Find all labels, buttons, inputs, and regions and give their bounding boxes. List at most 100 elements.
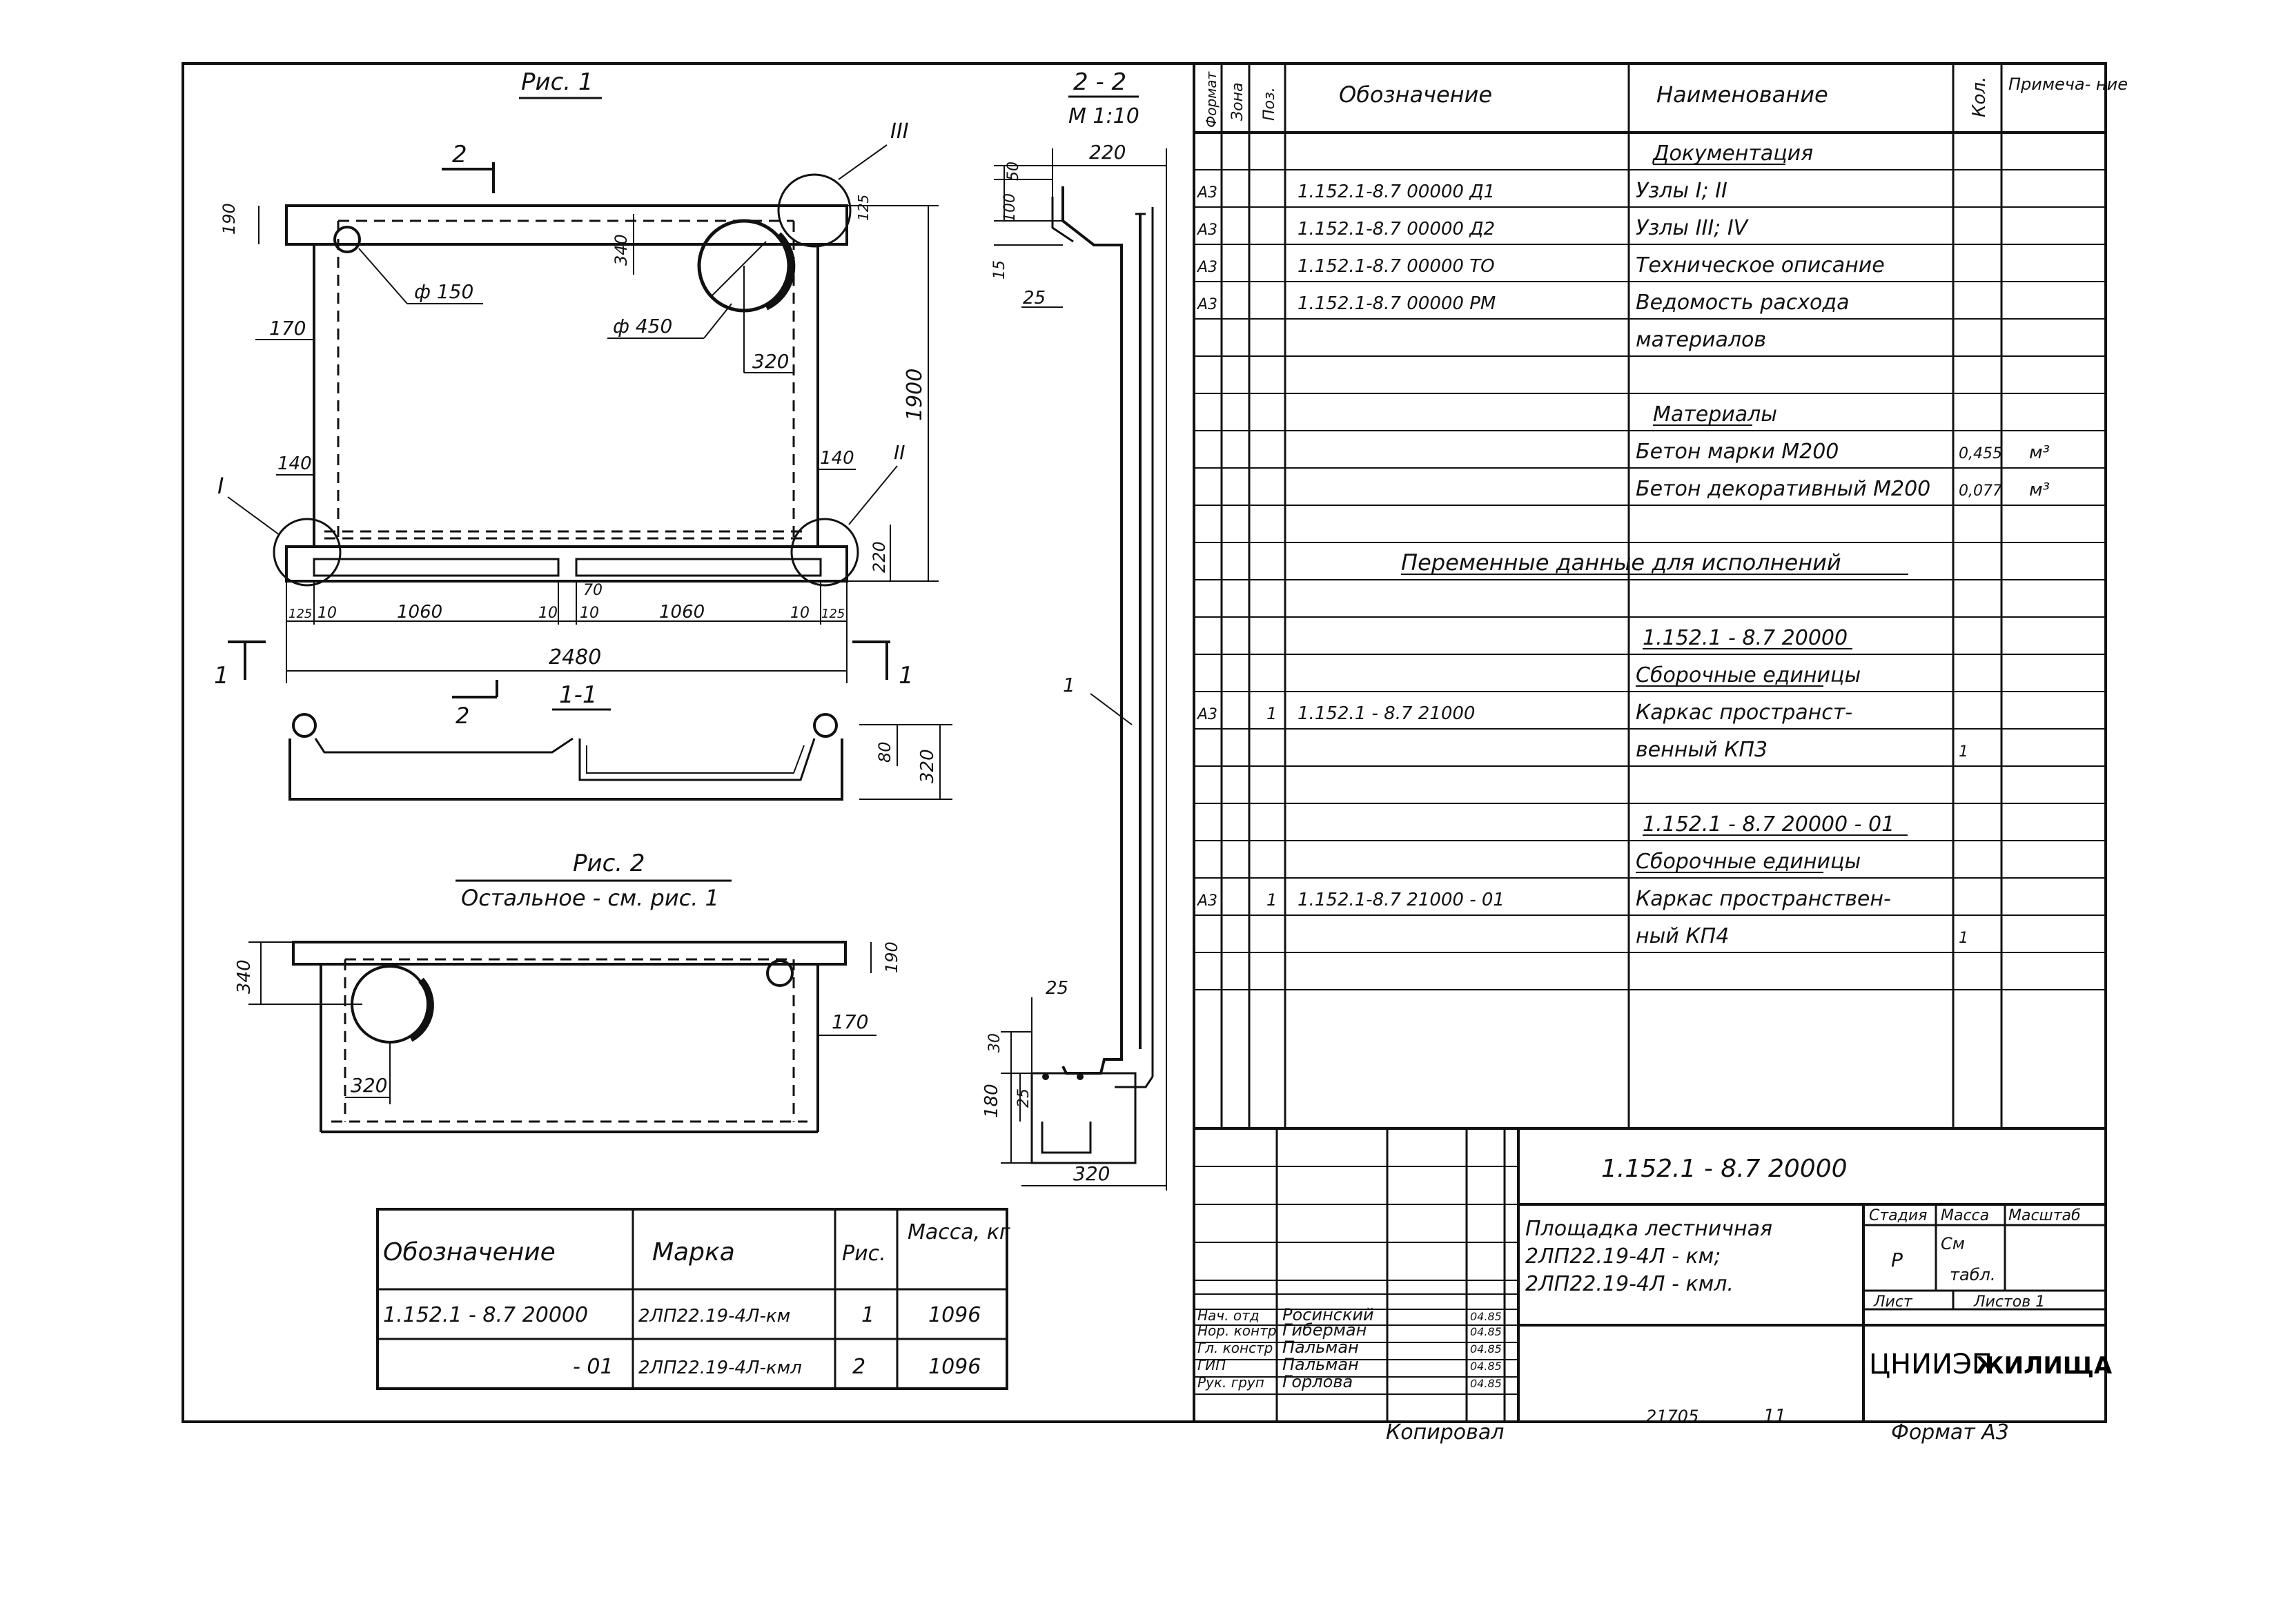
dim-2480: 2480 [549,645,601,669]
marks-r0c3: 1096 [928,1303,981,1327]
spec-cell-r14-c4: Сборочные единицы [1636,663,1861,687]
dim-1060b: 1060 [659,602,705,623]
signer-role: Рук. груп [1197,1374,1264,1391]
dim-220: 220 [870,541,889,573]
spec-cell-r2-c3: 1.152.1-8.7 00000 Д2 [1298,219,1495,239]
fig2-title: Рис. 2 [573,850,645,877]
spec-cell-r7-c4: Материалы [1653,402,1777,427]
spec-cell-r20-c4: Каркас пространствен- [1636,887,1891,911]
mass-label: Масса [1941,1207,1989,1224]
spec-cell-r1-c4: Узлы I; II [1636,179,1727,203]
spec-cell-r19-c4: Сборочные единицы [1636,850,1861,874]
signer-date: 04.85 [1470,1360,1502,1373]
fig2-d340: 340 [234,959,255,994]
spec-cell-r8-c6: м³ [2029,442,2050,463]
org-part1: ЦНИИЭП [1869,1349,1993,1380]
figure-1: Рис. 1 III I II 2 [214,68,939,689]
sheets-label: Листов 1 [1973,1293,2045,1311]
dim-140-left: 140 [277,453,312,474]
spec-cell-r9-c5: 0,077 [1959,482,2002,500]
marks-r0c1: 2ЛП22.19-4Л-км [638,1306,790,1327]
marks-r1c0: - 01 [573,1355,614,1379]
spec-cell-r21-c5: 1 [1959,930,1968,947]
spec-h4: Наименование [1656,81,1828,108]
spec-cell-r16-c5: 1 [1959,743,1968,761]
marks-r0c2: 1 [861,1303,874,1327]
spec-cell-r9-c6: м³ [2029,480,2050,500]
spec-h5: Кол. [1969,77,1990,117]
section22-d25b: 25 [1046,978,1068,999]
signer-name: Горлова [1282,1372,1353,1391]
signer-role: Нач. отд [1197,1307,1260,1324]
marks-r1c1: 2ЛП22.19-4Л-кмл [638,1358,802,1378]
signer-role: Гл. констр [1197,1340,1273,1356]
node-III-circle [777,173,852,248]
footer-sheet: 11 [1763,1406,1786,1427]
signer-name: Росинский [1282,1305,1374,1324]
marks-h2: Рис. [842,1242,886,1266]
spec-cell-r15-c2: 1 [1266,704,1277,723]
node-III-label: III [890,119,909,144]
dim-1900: 1900 [903,369,927,421]
section-2-2: 2 - 2 М 1:10 220 50 100 15 25 1 25 [981,68,1167,1191]
dim-140-right: 140 [820,448,854,469]
section22-d220: 220 [1089,141,1126,164]
section22-d320: 320 [1073,1162,1110,1185]
cut1-right: 1 [899,662,914,689]
spec-h6: Примеча- ние [2008,75,2128,94]
spec-cell-r3-c0: А3 [1196,259,1217,276]
spec-cell-r4-c0: А3 [1196,296,1217,313]
spec-cell-r20-c0: А3 [1196,892,1217,910]
cut1-left: 1 [214,662,229,689]
spec-cell-r15-c0: А3 [1196,706,1217,723]
dim-340: 340 [611,234,631,266]
node-II-circle [790,518,859,587]
spec-cell-r18-c4: 1.152.1 - 8.7 20000 - 01 [1643,812,1895,837]
dim-125-top: 125 [855,195,872,221]
section22-d180: 180 [981,1084,1002,1118]
signer-role: Нор. контр [1197,1322,1276,1339]
footer-copied: Копировал [1386,1420,1504,1445]
section22-leader1: 1 [1063,674,1075,696]
spec-h2: Поз. [1261,87,1278,121]
spec-cell-r2-c4: Узлы III; IV [1636,216,1750,240]
spec-h0: Формат [1203,71,1220,128]
dim-125b: 125 [821,607,845,621]
marks-r0c0: 1.152.1 - 8.7 20000 [383,1303,588,1327]
footer-number: 21705 [1646,1407,1698,1426]
spec-cell-r5-c4: материалов [1636,328,1766,352]
fig1-slab-bottom [285,545,848,583]
dim-10a: 10 [317,605,337,622]
spec-cell-r2-c0: А3 [1196,222,1217,239]
section22-d50: 50 [1005,162,1022,181]
section22-d25a: 25 [1023,288,1046,309]
node-I-circle [273,518,342,587]
spec-cell-r4-c4: Ведомость расхода [1636,291,1849,315]
section22-d25c: 25 [1015,1088,1032,1108]
phi-150: ф 150 [414,280,473,303]
spec-cell-r1-c3: 1.152.1-8.7 00000 Д1 [1298,182,1495,202]
doc-number: 1.152.1 - 8.7 20000 [1601,1155,1848,1183]
signer-date: 04.85 [1470,1342,1502,1356]
section11-d80: 80 [875,741,894,763]
marks-h1: Марка [652,1238,735,1266]
section11-d320: 320 [917,749,938,783]
spec-h3: Обозначение [1339,81,1492,108]
fig1-title: Рис. 1 [521,68,594,96]
spec-h1: Зона [1229,83,1246,121]
sheet-label: Лист [1873,1293,1913,1311]
spec-cell-r9-c4: Бетон декоративный М200 [1636,477,1930,501]
mass-value1: См [1941,1234,1965,1253]
section22-d30: 30 [986,1033,1004,1053]
name-line1: Площадка лестничная [1525,1217,1772,1241]
node-I-label: I [217,473,224,499]
dim-10c: 10 [580,605,599,622]
spec-cell-r20-c3: 1.152.1-8.7 21000 - 01 [1298,890,1505,910]
dim-320: 320 [752,350,789,373]
fig2-subtitle: Остальное - см. рис. 1 [461,885,719,911]
signer-name: Гиберман [1282,1320,1367,1340]
fig2-d320: 320 [351,1074,387,1097]
mass-value2: табл. [1950,1265,1995,1284]
section11-title: 1-1 [559,681,598,709]
dim-170: 170 [269,317,306,340]
